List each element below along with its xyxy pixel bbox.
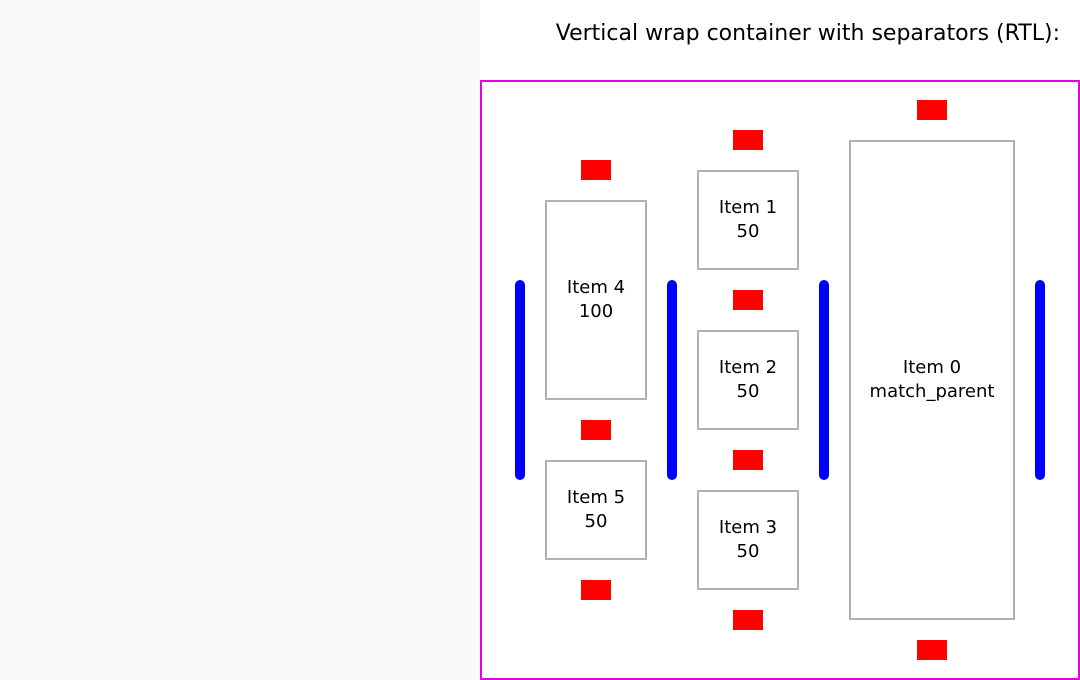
item-separator <box>733 610 763 630</box>
item-3: Item 3 50 <box>697 490 799 590</box>
item-5: Item 5 50 <box>545 460 647 560</box>
item-separator <box>581 580 611 600</box>
line-separator <box>515 280 525 480</box>
item-1-label: Item 1 <box>718 197 778 218</box>
item-4-size: 100 <box>578 301 614 322</box>
item-5-label: Item 5 <box>566 487 626 508</box>
item-separator <box>733 130 763 150</box>
item-separator <box>581 160 611 180</box>
item-0-size: match_parent <box>869 381 995 402</box>
item-3-size: 50 <box>736 541 760 562</box>
item-2-size: 50 <box>736 381 760 402</box>
line-separator <box>667 280 677 480</box>
item-4-label: Item 4 <box>566 277 626 298</box>
line-separator <box>819 280 829 480</box>
item-separator <box>581 420 611 440</box>
left-empty-panel <box>0 0 480 680</box>
item-2-label: Item 2 <box>718 357 778 378</box>
item-separator <box>733 290 763 310</box>
page-title: Vertical wrap container with separators … <box>555 21 1060 46</box>
item-0-label: Item 0 <box>902 357 962 378</box>
item-separator <box>733 450 763 470</box>
item-separator <box>917 640 947 660</box>
item-5-size: 50 <box>584 511 608 532</box>
line-separator <box>1035 280 1045 480</box>
wrap-container <box>480 80 1080 680</box>
item-separator <box>917 100 947 120</box>
item-3-label: Item 3 <box>718 517 778 538</box>
item-1: Item 1 50 <box>697 170 799 270</box>
item-1-size: 50 <box>736 221 760 242</box>
item-0: Item 0 match_parent <box>849 140 1015 620</box>
item-4: Item 4 100 <box>545 200 647 400</box>
item-2: Item 2 50 <box>697 330 799 430</box>
